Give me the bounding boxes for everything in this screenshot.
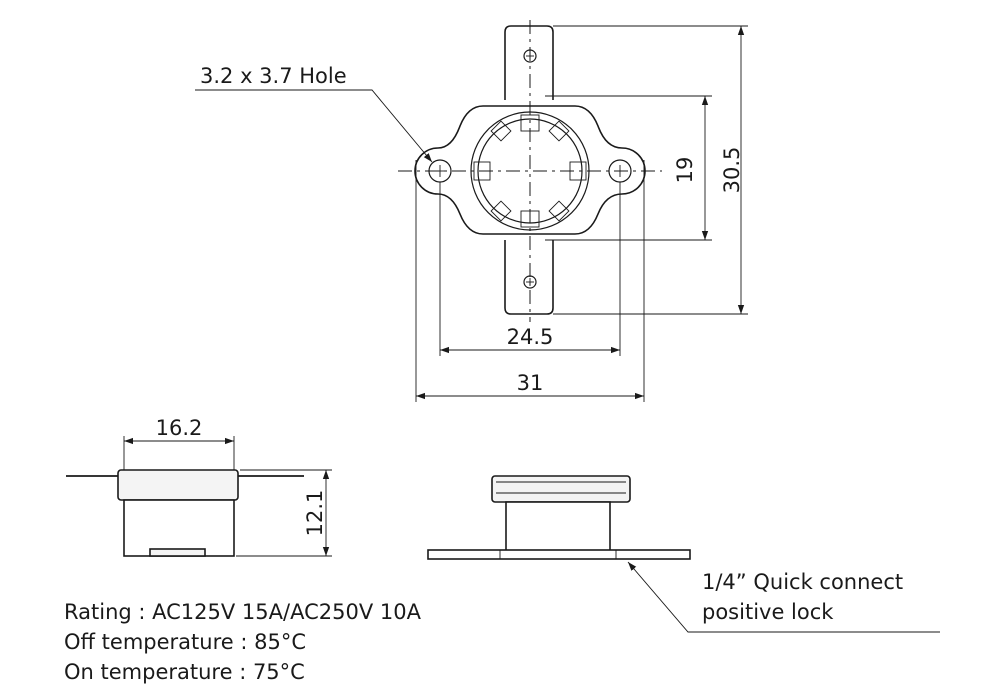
top-view: 3.2 x 3.7 Hole 19 30.5 24.5 31	[195, 20, 748, 402]
body	[123, 499, 235, 557]
bottom-terminal	[504, 240, 554, 315]
hole-pitch-label: 24.5	[507, 325, 554, 349]
cap	[117, 469, 239, 501]
flange-outline	[414, 105, 646, 235]
inner-height-label: 19	[673, 157, 697, 184]
flange-width-label: 31	[517, 371, 544, 395]
side-height-label: 12.1	[303, 490, 327, 537]
side-view-right	[427, 475, 940, 633]
hole-leader	[195, 89, 433, 163]
hole-label: 3.2 x 3.7 Hole	[200, 64, 347, 88]
on-temperature-text: On temperature : 75°C	[64, 660, 305, 684]
side-view-left: 16.2 12.1	[66, 416, 332, 557]
terminal-note-line1: 1/4” Quick connect	[702, 570, 904, 594]
top-terminal	[504, 25, 554, 100]
extension-lines-left	[123, 436, 332, 557]
terminal-plate	[427, 549, 691, 560]
off-temperature-text: Off temperature : 85°C	[64, 630, 306, 654]
extension-lines	[415, 25, 748, 402]
rating-text: Rating : AC125V 15A/AC250V 10A	[64, 600, 421, 624]
terminal-leader	[627, 561, 940, 633]
body-diameter-label: 16.2	[156, 416, 203, 440]
cap-right	[491, 475, 631, 503]
total-height-label: 30.5	[720, 147, 744, 194]
clip-tabs	[473, 114, 587, 228]
body-right	[505, 501, 611, 555]
terminal-note-line2: positive lock	[702, 600, 834, 624]
base-tab	[149, 548, 206, 557]
